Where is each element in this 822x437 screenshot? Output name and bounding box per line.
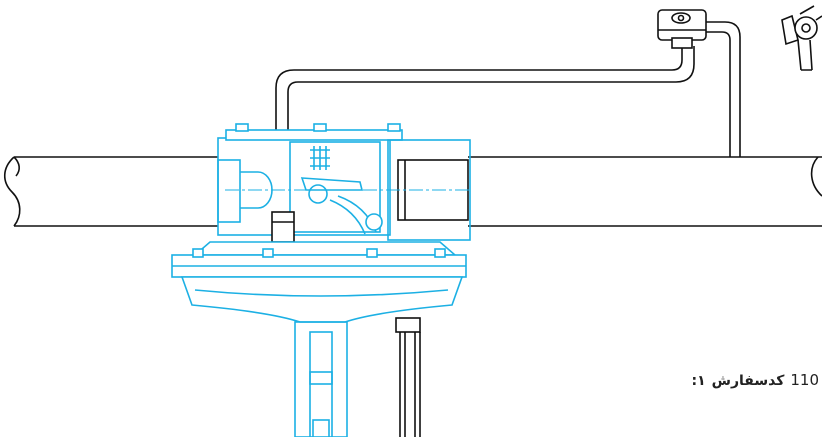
sensing-line bbox=[706, 21, 741, 157]
valve-inlet-boss bbox=[217, 159, 241, 223]
order-code-index: ۱: bbox=[691, 373, 706, 389]
shaft-end bbox=[312, 419, 330, 437]
gauge-valve-handle bbox=[799, 5, 822, 21]
vent-line bbox=[395, 317, 421, 437]
order-code-label: ۱: کدسفارش 110 bbox=[691, 371, 819, 389]
shaft-collar bbox=[309, 371, 333, 385]
gauge-dial-center bbox=[801, 23, 811, 33]
valve-body bbox=[217, 123, 403, 236]
valve-pivot bbox=[308, 184, 328, 204]
gauge-dial-icon bbox=[794, 16, 818, 40]
shaft-hatched-housing bbox=[294, 321, 348, 437]
tee-fitting-bolt-hole bbox=[677, 14, 685, 22]
valve-seat bbox=[365, 213, 383, 231]
valve-spring bbox=[310, 146, 330, 170]
tee-fitting-nut bbox=[671, 37, 693, 49]
main-pipe-left-break bbox=[3, 156, 21, 227]
diaphragm-dome bbox=[180, 276, 464, 323]
diaphragm-dome-inner bbox=[194, 289, 449, 297]
tube-nut bbox=[271, 211, 295, 243]
actuator-shaft bbox=[294, 321, 348, 437]
diaphragm-top-plate bbox=[192, 241, 458, 256]
sensing-line-inner bbox=[706, 31, 731, 157]
flange-bolt bbox=[192, 248, 204, 258]
valve-lever bbox=[300, 177, 364, 191]
vent-line-nut bbox=[395, 317, 421, 333]
main-pipe bbox=[3, 156, 822, 227]
control-tube-outer bbox=[275, 46, 683, 214]
main-pipe-right-break bbox=[810, 156, 822, 197]
tube-nut-body bbox=[271, 211, 295, 243]
flange-bolt bbox=[434, 248, 446, 258]
valve-cover-bolt bbox=[313, 123, 327, 132]
tee-fitting-bolt bbox=[671, 12, 691, 24]
diaphragm-housing bbox=[171, 241, 467, 323]
control-tube bbox=[275, 46, 695, 214]
gauge-valve bbox=[781, 5, 822, 71]
valve-cover-bolt bbox=[235, 123, 249, 132]
vent-line-tube bbox=[399, 332, 421, 437]
order-code-title: کدسفارش bbox=[711, 373, 785, 389]
tee-fitting bbox=[657, 9, 707, 49]
valve-cover-bolt bbox=[387, 123, 401, 132]
order-code-value: 110 bbox=[790, 371, 819, 389]
control-tube-inner bbox=[287, 46, 695, 214]
main-pipe-left-break-inner bbox=[13, 156, 20, 177]
sensing-line-outer bbox=[706, 21, 741, 157]
gauge-valve-stem bbox=[797, 39, 813, 71]
flange-bolt bbox=[366, 248, 378, 258]
flange-bolt bbox=[262, 248, 274, 258]
valve-inner-chamber bbox=[289, 141, 381, 233]
